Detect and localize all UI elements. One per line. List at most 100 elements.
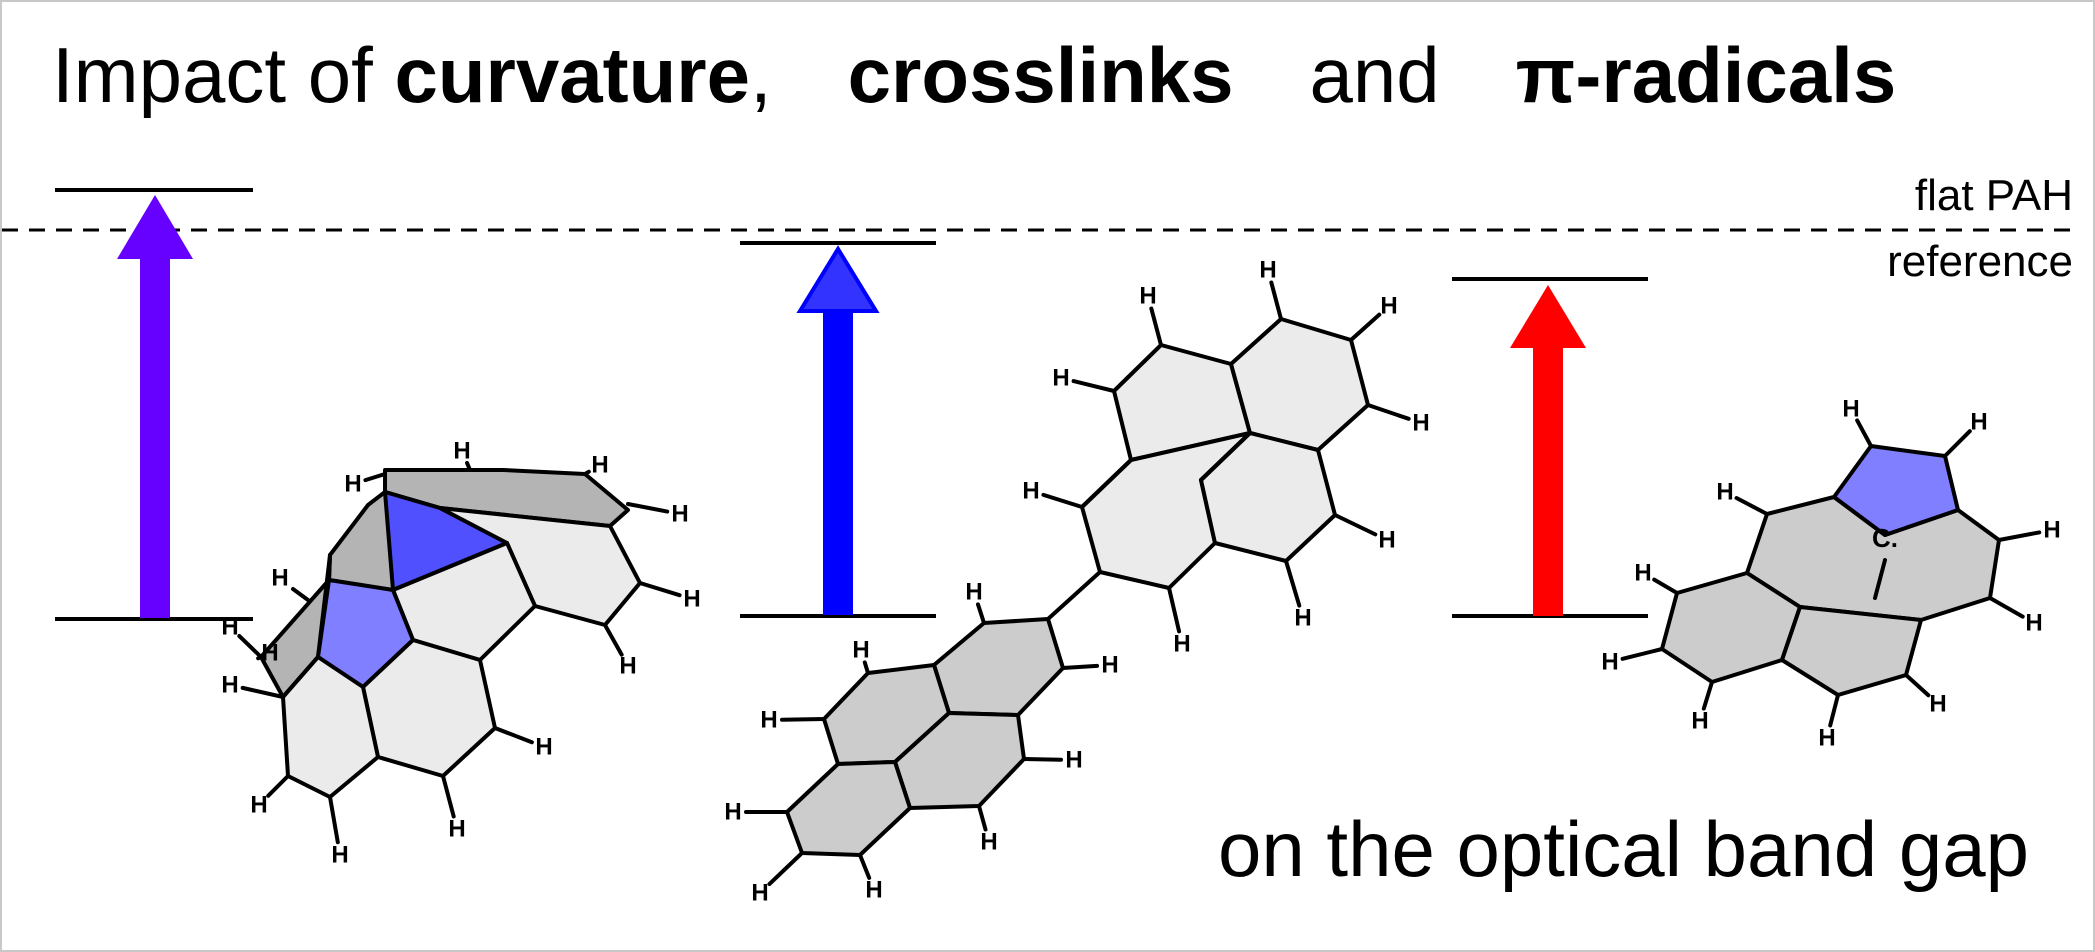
c-h-bond [1022,757,1064,762]
hydrogen-atom-label: H [271,565,288,592]
radical-pentagon [1832,444,1960,537]
hydrogen-atom-label: H [1259,257,1276,284]
c-h-bond [975,602,986,625]
hydrogen-atom-label: H [1101,652,1118,679]
c-h-bond [240,685,285,699]
hydrogen-atom-label: H [852,637,869,664]
c-h-bond [1167,586,1182,634]
hydrogen-atom-label: H [2025,610,2042,637]
c-h-bond [291,587,310,602]
arrow-radicals [1510,285,1586,616]
hydrogen-atom-label: H [724,799,741,826]
hydrogen-atom-label: H [591,452,608,479]
hydrogen-atom-label: H [1716,479,1733,506]
c-h-bond [1855,418,1873,448]
c-h-bond [441,774,456,819]
c-h-bond [626,502,670,514]
hydrogen-atom-label: H [261,640,278,667]
hydrogen-atom-label: H [1601,649,1618,676]
c-h-bond [1988,596,2025,619]
hydrogen-atom-label: H [1818,725,1835,752]
title-and: and [1309,31,1440,119]
c-h-bond [328,795,340,845]
hydrogen-atom-label: H [1294,605,1311,632]
hydrogen-atom-label: H [751,880,768,907]
hydrogen-atom-label: H [980,829,997,856]
c-h-bond [1349,312,1382,342]
title-radicals: π-radicals [1515,31,1897,119]
hydrogen-atom-label: H [250,792,267,819]
c-h-bond [638,581,682,598]
c-h-bond [583,469,591,476]
hydrogen-atom-label: H [1380,293,1397,320]
c-h-bond [256,655,263,661]
title-crosslinks: crosslinks [847,31,1234,119]
c-h-bond [1071,379,1116,393]
c-h-bond [1061,663,1100,670]
reference-label-line2: reference [1887,237,2073,286]
title-curvature: curvature [394,31,750,119]
c-h-bond [266,774,290,798]
hydrogen-atom-label: H [221,672,238,699]
c-h-bond [1734,496,1769,516]
radical-carbon-label: C. [1872,523,1898,553]
hydrogen-atom-label: H [1139,283,1156,310]
c-h-bond [1284,559,1302,608]
c-h-bond [493,726,534,745]
c-h-bond [977,804,988,832]
c-h-bond [1943,429,1972,458]
crosslink-bond [1046,570,1102,621]
bond [1199,431,1252,482]
bond [1112,343,1163,393]
c-h-bond [1620,647,1664,661]
hydrogen-atom-label: H [344,471,361,498]
hydrogen-atom-label: H [1842,396,1859,423]
hydrogen-atom-label: H [1929,691,1946,718]
levels-crosslinks [740,241,936,618]
c-h-bond [1149,306,1163,347]
title-prefix: Impact of [52,31,395,119]
c-h-bond [1701,680,1714,711]
hydrogen-atom-label: H [1052,365,1069,392]
hydrogen-atom-label: H [448,816,465,843]
hydrogen-atom-label: H [1634,560,1651,587]
lower-ring-1 [932,617,1065,717]
hydrogen-atom-label: H [1970,409,1987,436]
c-h-bond [465,460,472,472]
hydrogen-atom-label: H [535,734,552,761]
bond [1873,558,1887,600]
c-h-bond [1366,403,1411,421]
c-h-bond [237,634,263,659]
hydrogen-atom-label: H [221,614,238,641]
c-h-bond [1828,693,1840,728]
c-h-bond [1333,513,1378,537]
c-h-bond [363,472,387,483]
hydrogen-atom-label: H [683,586,700,613]
hydrogen-atom-label: H [1691,708,1708,735]
c-h-bond [1652,577,1679,595]
molecule-pi-radical: C. H H H H H H H H H H [1601,396,2060,752]
hydrogen-atom-label: H [1065,747,1082,774]
hydrogen-atom-label: H [453,438,470,465]
bond [1080,458,1133,509]
c-h-bond [779,717,826,722]
c-h-bond [1041,492,1084,509]
hydrogen-atom-label: H [760,707,777,734]
arrow-crosslinks [796,245,880,615]
upper-ring-2 [1229,317,1370,452]
radical-ring-bottom [1780,605,1923,697]
hydrogen-atom-label: H [2043,517,2060,544]
c-h-bond [767,851,804,887]
hydrogen-atom-label: H [865,877,882,904]
c-h-bond [1269,280,1283,321]
hydrogen-atom-label: H [1022,478,1039,505]
hydrogen-atom-label: H [1378,527,1395,554]
hydrogen-atom-label: H [619,653,636,680]
levels-curvature [55,188,253,621]
reference-label-line1: flat PAH [1914,171,2073,220]
